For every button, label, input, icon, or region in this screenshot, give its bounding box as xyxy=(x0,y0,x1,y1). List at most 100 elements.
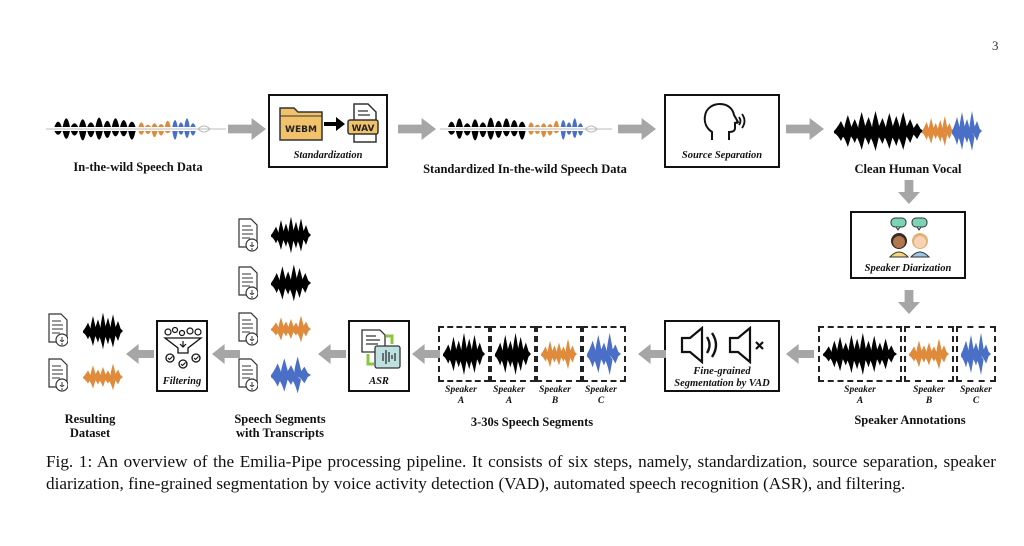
vad-label-line1: Fine-grained xyxy=(693,366,751,377)
wave-lobe xyxy=(128,121,136,127)
arrow-shape xyxy=(618,118,656,140)
arrow-shape xyxy=(318,344,346,364)
wave-lobe xyxy=(178,122,184,127)
arrow-shape xyxy=(412,344,440,364)
wave-lobe xyxy=(164,120,171,127)
arrow-right-icon xyxy=(786,118,824,140)
transcript-item xyxy=(238,312,258,346)
clean-vocal-label: Clean Human Vocal xyxy=(854,162,962,176)
wave-lobe xyxy=(534,124,541,127)
wave-lobe xyxy=(158,124,165,127)
waveform-shape xyxy=(83,312,123,350)
arrow-shape xyxy=(898,290,920,314)
wave-lobe xyxy=(54,121,62,127)
arrow-left-icon xyxy=(638,344,666,364)
wave-lobe xyxy=(62,131,70,139)
speaker-diarization-label: Speaker Diarization xyxy=(864,263,952,274)
standardized-waveform xyxy=(440,108,612,150)
wave-lobe xyxy=(479,122,487,127)
wave-lobe xyxy=(103,120,111,127)
speaker-a-waveform-icon xyxy=(271,264,311,302)
wave-lobe xyxy=(455,131,463,139)
asr-box: ASR xyxy=(348,320,410,392)
wave-lobe xyxy=(510,120,518,127)
wave-lobe xyxy=(87,122,95,127)
wave-lobe xyxy=(158,131,165,136)
wave-lobe xyxy=(70,131,79,136)
wave-lobe xyxy=(518,131,526,140)
vad-label-line2: Segmentation by VAD xyxy=(674,378,770,389)
wave-lobe xyxy=(111,131,120,137)
wave-lobe xyxy=(547,131,553,136)
waveform-shape xyxy=(443,332,485,376)
figure-caption: Fig. 1: An overview of the Emilia-Pipe p… xyxy=(46,452,996,493)
wave-lobe xyxy=(95,131,103,140)
speaker-a-waveform-icon xyxy=(271,216,311,254)
clean-waveform-icon xyxy=(834,111,982,151)
speaker-a-segment xyxy=(818,326,902,382)
speaker-a-waveform xyxy=(834,111,924,151)
transcript-waveform xyxy=(268,352,314,398)
wave-lobe xyxy=(495,131,503,138)
speaker-a-waveform-icon xyxy=(443,332,485,376)
filtering-label: Filtering xyxy=(162,376,202,387)
wave-lobe xyxy=(528,122,534,127)
arrow-left-icon xyxy=(126,344,154,364)
speaker-c-waveform-icon xyxy=(587,332,621,376)
wave-lobe xyxy=(471,119,479,127)
wave-lobe xyxy=(534,131,541,134)
waveform-shape xyxy=(271,356,311,394)
wave-lobe xyxy=(144,131,151,134)
arrow-right-icon xyxy=(618,118,656,140)
wave-lobe xyxy=(87,131,95,138)
wave-lobe xyxy=(164,131,171,134)
arrow-shape xyxy=(126,344,154,364)
wave-lobe xyxy=(566,122,572,127)
wave-lobe xyxy=(54,131,62,135)
arrow-shape xyxy=(212,344,240,364)
wave-lobe xyxy=(560,131,566,140)
wave-lobe xyxy=(495,120,503,127)
waveform-shape xyxy=(271,264,311,302)
wave-lobe xyxy=(502,118,510,127)
wave-lobe xyxy=(547,124,553,127)
speaker-b-waveform-icon xyxy=(83,363,123,391)
wave-lobe xyxy=(479,131,487,138)
page-number: 3 xyxy=(992,38,999,53)
wave-lobe xyxy=(566,131,572,135)
wave-lobe xyxy=(128,131,136,140)
wave-lobe xyxy=(138,122,145,127)
wave-lobe xyxy=(151,123,158,127)
source-separation-label: Source Separation xyxy=(681,150,763,161)
transcript-waveform xyxy=(268,306,314,352)
arrow-left-icon xyxy=(318,344,346,364)
arrow-down-icon xyxy=(898,290,920,314)
speech-segments-label: 3-30s Speech Segments xyxy=(470,415,594,429)
wave-lobe xyxy=(572,131,578,138)
result-item xyxy=(48,358,68,392)
result-item xyxy=(48,313,68,347)
in-the-wild-label: In-the-wild Speech Data xyxy=(73,160,203,174)
waveform-shape xyxy=(587,332,621,376)
speaker-b-segment xyxy=(904,326,954,382)
wave-lobe xyxy=(560,120,566,127)
segment-speaker-a xyxy=(438,326,490,382)
arrow-shape xyxy=(638,344,666,364)
segment-speaker-b xyxy=(536,326,582,382)
wave-lobe xyxy=(471,131,479,141)
noisy-waveform-icon xyxy=(440,117,612,141)
transcript-waveform xyxy=(268,260,314,306)
wave-lobe xyxy=(463,123,471,127)
arrow-shape xyxy=(398,118,436,140)
arrow-right-icon xyxy=(228,118,266,140)
arrow-shape xyxy=(898,180,920,204)
wave-lobe xyxy=(70,123,79,127)
wave-lobe xyxy=(62,118,70,127)
speaker-c-waveform xyxy=(952,111,982,151)
speaker-c-segment xyxy=(956,326,996,382)
